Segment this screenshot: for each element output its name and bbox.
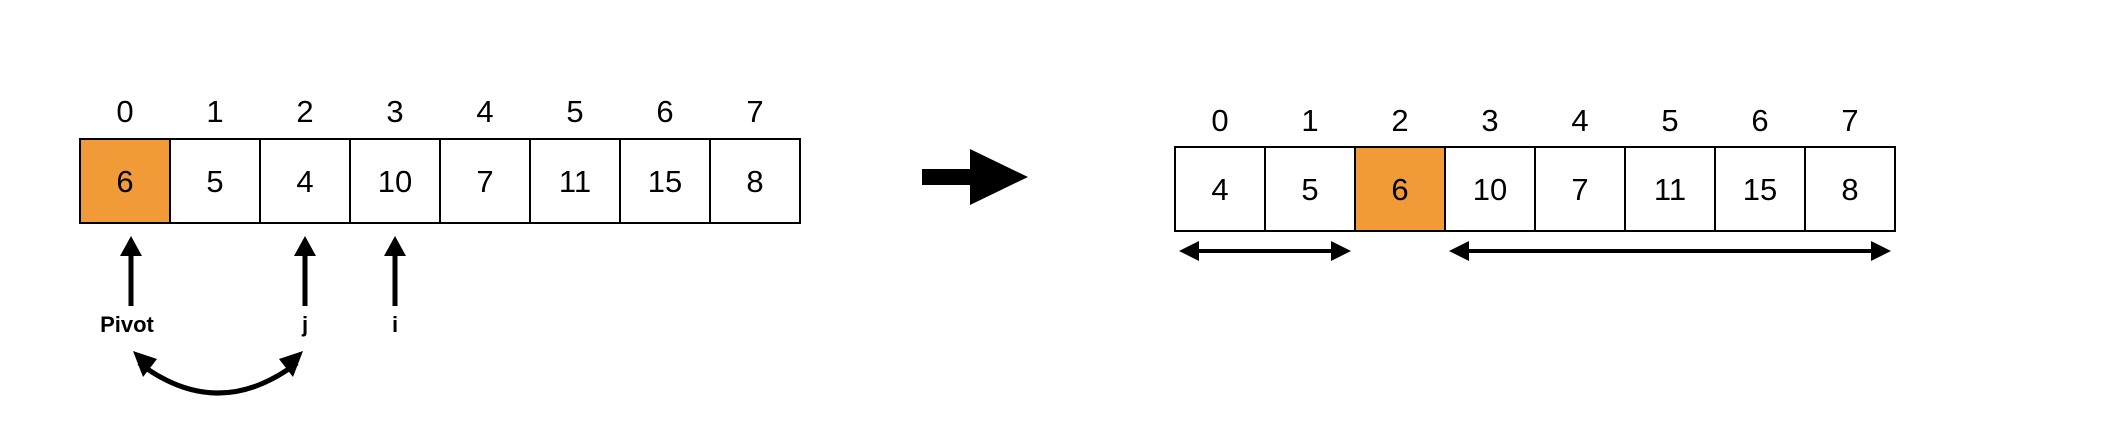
index-label: 5: [566, 94, 583, 129]
before-array-cell: 5: [169, 138, 261, 224]
index-label: 1: [206, 94, 223, 129]
range-arrowhead-right: [1871, 241, 1891, 261]
cell-value: 15: [1743, 172, 1777, 207]
index-label: 2: [1391, 103, 1408, 138]
index-label: 6: [656, 94, 673, 129]
pointer-label: i: [392, 312, 398, 337]
after-array-cell: 5: [1264, 146, 1356, 232]
cell-value: 4: [296, 164, 313, 199]
arrowhead-icon: [294, 236, 316, 256]
swap-arrow-icon: [133, 351, 303, 396]
cell-box: [1804, 146, 1896, 232]
cell-value: 8: [1841, 172, 1858, 207]
cell-value: 7: [476, 164, 493, 199]
swap-curve: [137, 361, 299, 396]
cell-value: 10: [378, 164, 412, 199]
pointer-label: Pivot: [100, 312, 154, 337]
swap-arrowhead-left: [133, 351, 157, 377]
index-label: 3: [386, 94, 403, 129]
range-double-arrow-icon: [1179, 241, 1351, 261]
cell-value: 15: [648, 164, 682, 199]
index-label: 4: [1571, 103, 1588, 138]
index-label: 3: [1481, 103, 1498, 138]
cell-value: 6: [116, 164, 133, 199]
right-arrow-shaft: [922, 169, 974, 185]
cell-box: [169, 138, 261, 224]
before-array-cell: 7: [439, 138, 531, 224]
before-array-cell: 15: [619, 138, 711, 224]
cell-box: [259, 138, 351, 224]
after-array-cell-pivot: 6: [1354, 146, 1446, 232]
after-array-cell: 11: [1624, 146, 1716, 232]
index-label: 7: [746, 94, 763, 129]
cell-box: [709, 138, 801, 224]
before-array-cell: 4: [259, 138, 351, 224]
after-array-cell: 4: [1174, 146, 1266, 232]
cell-value: 11: [1654, 172, 1686, 207]
cell-value: 10: [1473, 172, 1507, 207]
pointer-j: j: [294, 236, 316, 337]
right-arrow-icon: [922, 149, 1028, 205]
before-array-cell: 11: [529, 138, 621, 224]
cell-box: [79, 138, 171, 224]
cell-box: [1714, 146, 1806, 232]
arrowhead-icon: [120, 236, 142, 256]
cell-value: 7: [1571, 172, 1588, 207]
pointer-i: i: [384, 236, 406, 337]
cell-box: [529, 138, 621, 224]
after-array-cell: 15: [1714, 146, 1806, 232]
cell-value: 11: [559, 164, 591, 199]
after-array-cell: 7: [1534, 146, 1626, 232]
after-array-group: 4 5 6 10 7 11 15 8 0 1 2 3 4 5 6 7: [1174, 103, 1896, 261]
before-array-cell-pivot: 6: [79, 138, 171, 224]
index-label: 0: [1211, 103, 1228, 138]
cell-value: 8: [746, 164, 763, 199]
before-array-cell: 8: [709, 138, 801, 224]
pointer-pivot: Pivot: [100, 236, 155, 337]
cell-value: 6: [1391, 172, 1408, 207]
cell-box: [1354, 146, 1446, 232]
before-array-cell: 10: [349, 138, 441, 224]
cell-box: [439, 138, 531, 224]
arrowhead-icon: [384, 236, 406, 256]
after-array-cell: 10: [1444, 146, 1536, 232]
cell-value: 4: [1211, 172, 1228, 207]
right-arrow-head: [970, 149, 1028, 205]
index-label: 5: [1661, 103, 1678, 138]
index-label: 6: [1751, 103, 1768, 138]
cell-value: 5: [206, 164, 223, 199]
index-label: 2: [296, 94, 313, 129]
cell-box: [1174, 146, 1266, 232]
index-label: 7: [1841, 103, 1858, 138]
range-arrowhead-right: [1331, 241, 1351, 261]
cell-value: 5: [1301, 172, 1318, 207]
range-arrowhead-left: [1449, 241, 1469, 261]
swap-arrowhead-right: [279, 351, 303, 377]
index-label: 1: [1301, 103, 1318, 138]
index-label: 0: [116, 94, 133, 129]
index-label: 4: [476, 94, 493, 129]
transition-group: [922, 149, 1028, 205]
pointer-label: j: [301, 312, 308, 337]
after-array-cell: 8: [1804, 146, 1896, 232]
range-arrowhead-left: [1179, 241, 1199, 261]
range-double-arrow-icon: [1449, 241, 1891, 261]
cell-box: [619, 138, 711, 224]
cell-box: [1534, 146, 1626, 232]
